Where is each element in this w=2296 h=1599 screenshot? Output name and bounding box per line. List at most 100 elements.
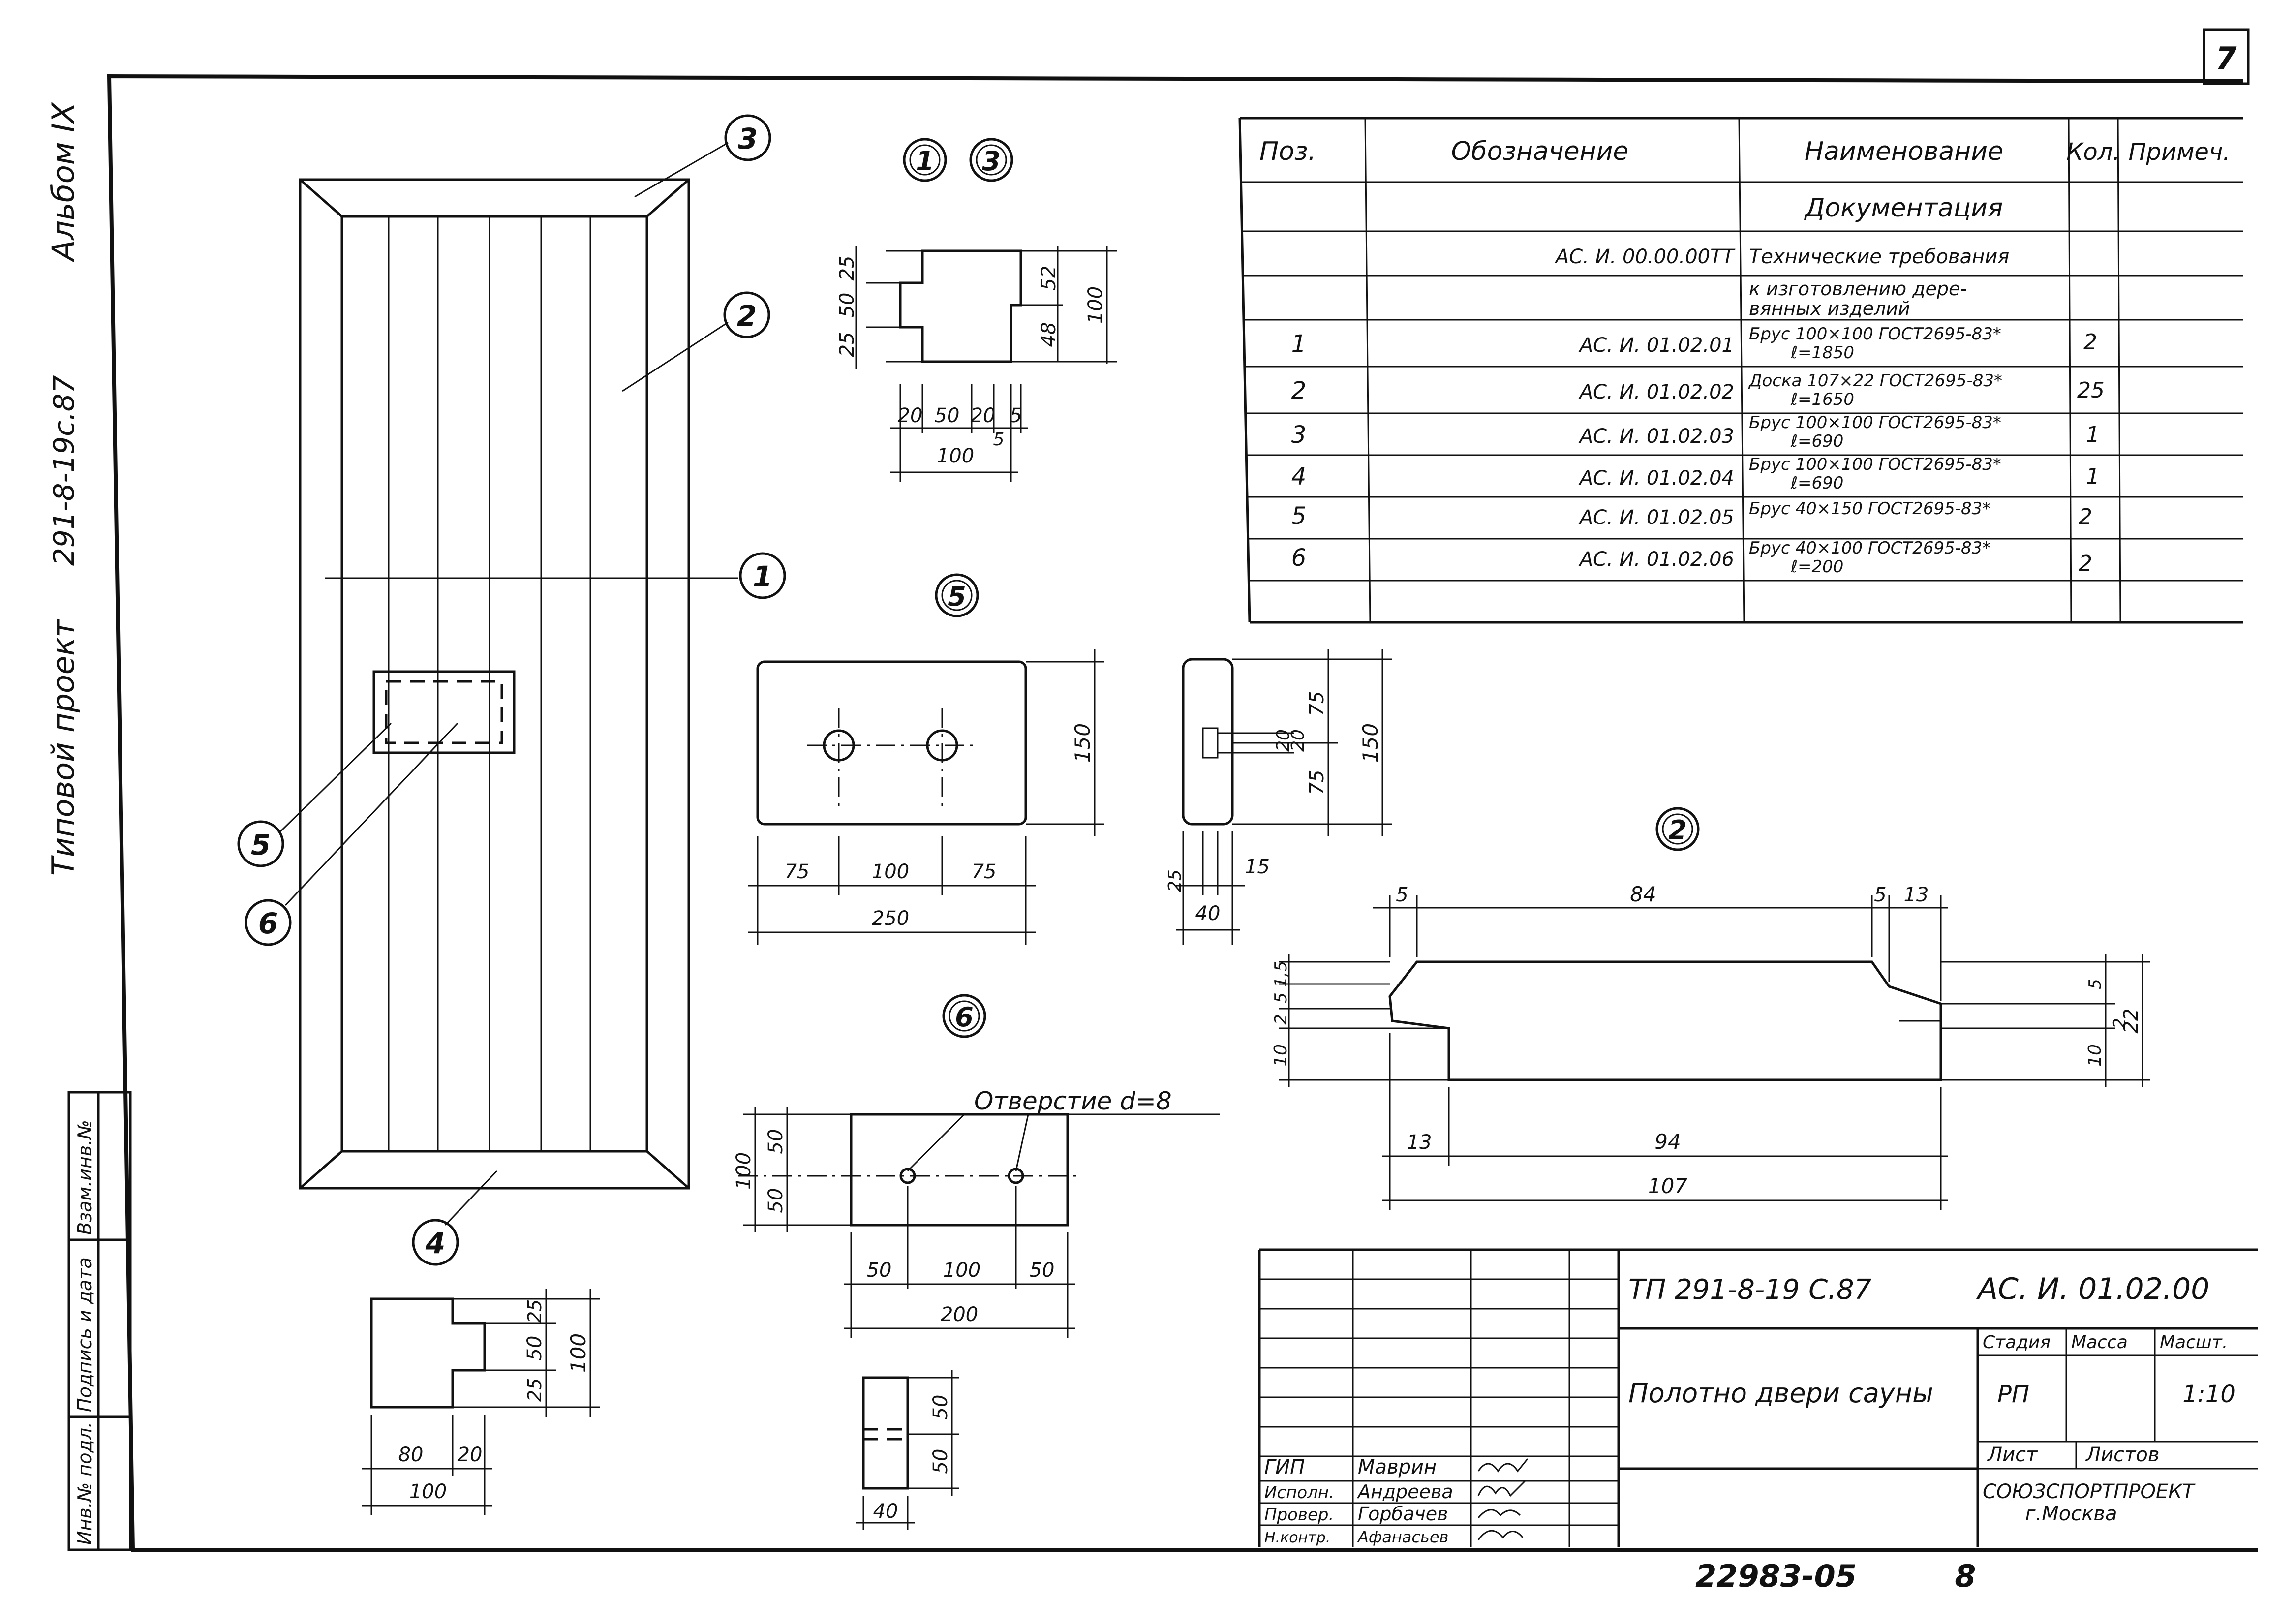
dim-l5: 5 — [1271, 992, 1291, 1003]
sheet-frame — [107, 74, 2258, 1552]
dim-w100: 100 — [409, 1480, 447, 1503]
row7-qty: 2 — [2079, 551, 2092, 576]
callout-1: 1 — [753, 560, 772, 593]
row6-pos: 5 — [1291, 502, 1307, 530]
dim-50: 50 — [836, 293, 858, 318]
dim-w5b: 5 — [993, 430, 1005, 450]
dim-w20: 20 — [458, 1444, 483, 1466]
row5-pos: 4 — [1291, 463, 1307, 491]
stamp-column: Взам.инв.№ Подпись и дата Инв.№ подл. — [67, 1091, 132, 1551]
tb-org: СОЮЗСПОРТПРОЕКТ — [1983, 1480, 2196, 1503]
dim-w75a: 75 — [785, 861, 810, 883]
stamp-orig-inv: Инв.№ подл. — [74, 1422, 95, 1545]
dim-h150: 150 — [1071, 723, 1095, 763]
tb-stage: РП — [1997, 1381, 2029, 1408]
detail-6: 6 Отверстие d=8 100 50 50 50 100 50 200 … — [733, 994, 1220, 1530]
project-code-label: 291-8-19с.87 — [47, 375, 81, 566]
dim-t84: 84 — [1630, 882, 1656, 906]
dim-s75a: 75 — [1306, 691, 1328, 716]
th-note: Примеч. — [2128, 138, 2230, 166]
row0-name: Технические требования — [1749, 246, 2009, 268]
row3-name2: ℓ=1650 — [1790, 390, 1854, 409]
tb-stage-hdr: Стадия — [1983, 1332, 2051, 1353]
dim-48: 48 — [1038, 322, 1060, 347]
row6-name: Брус 40×150 ГОСТ2695-83* — [1749, 499, 1990, 519]
dim-w20b: 20 — [971, 404, 996, 427]
tb-role-0: ГИП — [1264, 1456, 1305, 1478]
row1-name2: вянных изделий — [1749, 298, 1910, 319]
dim-b94: 94 — [1654, 1130, 1681, 1154]
detail-2-label: 2 — [1668, 815, 1687, 846]
row4-qty: 1 — [2086, 422, 2100, 447]
dim-s150: 150 — [1358, 723, 1382, 763]
callout-4: 4 — [425, 1227, 445, 1260]
row5-qty: 1 — [2086, 464, 2100, 489]
dim-w5a: 5 — [1010, 404, 1022, 427]
tb-project: ТП 291-8-19 С.87 — [1628, 1274, 1872, 1306]
dim-w75b: 75 — [972, 861, 997, 883]
dim-w200: 200 — [941, 1303, 978, 1326]
dim-r22: 22 — [2120, 1009, 2143, 1034]
row2-code: АС. И. 01.02.01 — [1578, 334, 1734, 357]
th-name: Наименование — [1805, 137, 2003, 166]
row1-name: к изготовлению дере- — [1749, 278, 1967, 300]
left-margin: Альбом IX 291-8-19с.87 Типовой проект — [45, 101, 81, 876]
th-pos: Поз. — [1259, 137, 1316, 166]
dim-b13: 13 — [1407, 1131, 1432, 1154]
row2-name: Брус 100×100 ГОСТ2695-83* — [1749, 324, 2001, 344]
detail-2: 2 5 84 5 13 1,5 5 2 10 5 2 10 22 — [1271, 807, 2150, 1210]
tb-scale-hdr: Масшт. — [2160, 1332, 2228, 1353]
album-label: Альбом IX — [45, 101, 81, 263]
project-type-label: Типовой проект — [45, 618, 81, 876]
detail-4: 25 50 25 100 80 20 100 — [362, 1289, 600, 1515]
footer-page: 8 — [1955, 1558, 1976, 1594]
row7-name: Брус 40×100 ГОСТ2695-83* — [1749, 538, 1990, 558]
tb-role-1: Исполн. — [1264, 1483, 1334, 1503]
dim-h100: 100 — [733, 1152, 755, 1190]
th-code: Обозначение — [1451, 137, 1629, 166]
row5-name: Брус 100×100 ГОСТ2695-83* — [1749, 455, 2001, 474]
tb-mass-hdr: Масса — [2071, 1332, 2128, 1353]
dim-w80: 80 — [398, 1444, 424, 1466]
sheet-number: 7 — [2215, 40, 2237, 76]
signatures — [1477, 1458, 1529, 1540]
row4-name: Брус 100×100 ГОСТ2695-83* — [1749, 413, 2001, 432]
dim-h50a: 50 — [765, 1129, 787, 1154]
row2-name2: ℓ=1850 — [1790, 343, 1854, 363]
row2-pos: 1 — [1291, 330, 1307, 358]
callout-2: 2 — [737, 299, 757, 333]
dim-r5: 5 — [2085, 979, 2105, 989]
row3-name: Доска 107×22 ГОСТ2695-83* — [1748, 371, 2002, 391]
dim-t5a: 5 — [1396, 884, 1408, 906]
callout-5: 5 — [251, 828, 271, 861]
callout-6: 6 — [258, 907, 278, 940]
tb-code: АС. И. 01.02.00 — [1976, 1272, 2209, 1306]
dim-w250: 250 — [872, 907, 909, 930]
row6-qty: 2 — [2079, 504, 2092, 529]
tb-role-3: Н.контр. — [1264, 1529, 1330, 1546]
dim-s25: 25 — [1165, 869, 1185, 892]
tb-name-1: Андреева — [1356, 1481, 1453, 1503]
stamp-replace-inv: Взам.инв.№ — [74, 1120, 95, 1235]
dim-s40: 40 — [1195, 902, 1221, 925]
dim-r10: 10 — [2085, 1044, 2105, 1067]
dim-b107: 107 — [1648, 1174, 1687, 1198]
dim-s20a: 20 — [1273, 729, 1293, 752]
row4-name2: ℓ=690 — [1790, 431, 1843, 451]
dim-w100: 100 — [872, 861, 909, 883]
tb-sheet-hdr: Лист — [1987, 1444, 2038, 1466]
row4-code: АС. И. 01.02.03 — [1578, 425, 1734, 448]
sheet-number-box: 7 — [2203, 28, 2250, 85]
row7-pos: 6 — [1291, 544, 1307, 572]
row7-name2: ℓ=200 — [1790, 557, 1843, 577]
dim-t5b: 5 — [1874, 884, 1886, 906]
door-panel-plan — [299, 178, 738, 1190]
spec-table: Поз. Обозначение Наименование Кол. Приме… — [1238, 117, 2243, 624]
row7-code: АС. И. 01.02.06 — [1578, 548, 1734, 571]
dim-s40: 40 — [873, 1500, 898, 1523]
row3-pos: 2 — [1291, 377, 1307, 404]
dim-h100: 100 — [566, 1333, 590, 1373]
dim-w50b: 50 — [1030, 1259, 1055, 1282]
tb-role-2: Провер. — [1264, 1505, 1334, 1525]
